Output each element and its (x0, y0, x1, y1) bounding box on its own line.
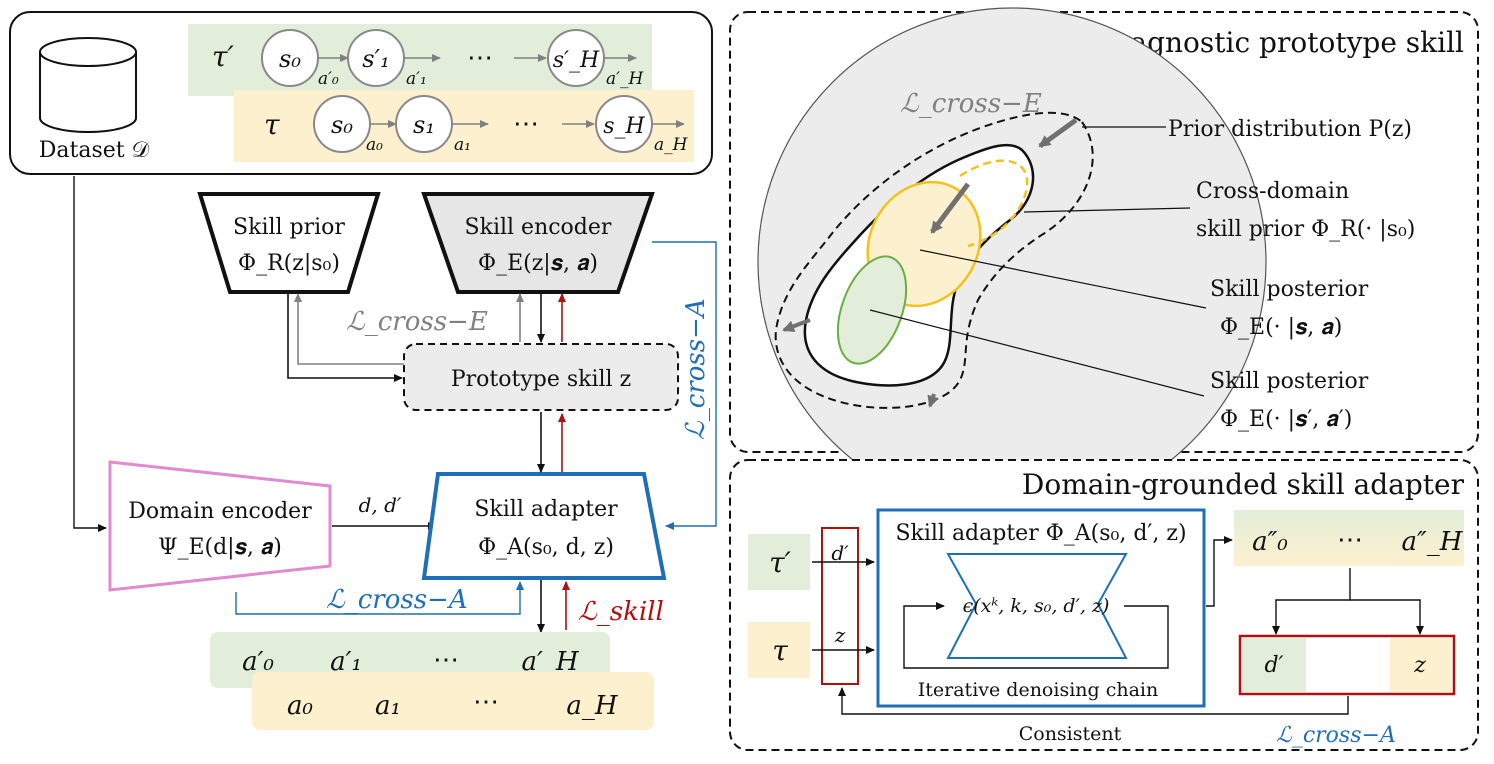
edge-d-dprime: d, d′ (359, 493, 402, 517)
database-icon (39, 37, 137, 133)
skill-adapter-title: Skill adapter (474, 497, 618, 522)
posterior2-label-1: Skill posterior (1210, 369, 1369, 394)
domain-encoder-block (108, 460, 332, 592)
action-dots: ⋯ (473, 687, 499, 717)
skill-prior-title: Skill prior (233, 215, 345, 240)
br-dprime: d′ (831, 541, 849, 565)
box-dprime: d′ (1264, 653, 1283, 678)
dataset-label: Dataset 𝒟 (39, 138, 150, 163)
cross-domain-prior-dashed (959, 159, 1029, 248)
tau-box (748, 622, 810, 678)
state-sH-prime: s′_H (553, 48, 600, 73)
contraction-arrow (927, 393, 939, 408)
prototype-skill-block (403, 343, 679, 411)
denoising-loop (903, 602, 1169, 669)
leader-line (919, 249, 1207, 309)
action-a1-prime: a′₁ (406, 69, 427, 89)
leader-line (869, 309, 1205, 397)
out-a0: a″₀ (1252, 527, 1288, 557)
state-s1: s₁ (413, 111, 435, 139)
box-z: z (1413, 653, 1426, 678)
action-1: a₁ (375, 691, 401, 721)
ellipsis: ⋯ (513, 109, 539, 139)
action-a1: a₁ (454, 135, 471, 155)
leader-line (1023, 207, 1191, 213)
denoiser-network (946, 553, 1128, 659)
consistency-arrow (838, 687, 1349, 715)
cross-domain-label-2: skill prior Φ_R(· |s₀) (1196, 217, 1415, 242)
skill-encoder-block (421, 192, 655, 294)
loss-skill-label: ℒ_skill (578, 597, 664, 627)
loss-cross-e-label: ℒ_cross−E (346, 307, 488, 337)
top-right-loss: ℒ_cross−E (900, 89, 1042, 119)
action-aH-prime: a′_H (606, 69, 644, 89)
arrow-dataset-to-domain-encoder (73, 176, 107, 532)
skill-encoder-title: Skill encoder (465, 215, 612, 240)
loss-cross-a-path (235, 581, 524, 615)
cross-domain-label-1: Cross-domain (1196, 179, 1349, 204)
re-encoded-z-bg (1390, 638, 1452, 692)
arrow-adapter-out (1206, 536, 1233, 607)
contraction-arrow (782, 318, 811, 333)
tau-prime-label: τ′ (212, 40, 234, 73)
domain-encoder-title: Domain encoder (128, 499, 312, 524)
arrow-prior-to-prototype (287, 294, 403, 382)
bottom-right-title: Domain-grounded skill adapter (1022, 468, 1465, 501)
skill-encoder-formula: Φ_E(z|𝒔, 𝒂) (478, 251, 598, 276)
prior-label: Prior distribution P(z) (1168, 117, 1412, 142)
out-aH: a″_H (1402, 527, 1464, 557)
arrow-to-skill-part (1350, 599, 1424, 635)
action-a0-prime: a′₀ (318, 69, 339, 89)
domain-skill-input-box (821, 527, 859, 685)
prototype-skill-label: Prototype skill z (451, 367, 631, 392)
posterior2-label-2: Φ_E(· |𝒔′, 𝒂′) (1220, 407, 1352, 432)
out-dots: ⋯ (1337, 525, 1363, 555)
br-eps: ϵ(xᵏ, k, s₀, d′, z) (963, 595, 1110, 617)
contraction-arrow (1038, 117, 1078, 149)
tau-prime-box (748, 534, 810, 590)
latent-space-circle (757, 7, 1267, 517)
tau-label: τ (264, 108, 280, 141)
br-consistent: Consistent (1019, 723, 1122, 745)
action-a0: a₀ (366, 135, 383, 155)
output-actions-box (1234, 510, 1464, 566)
ellipsis: ⋯ (467, 43, 493, 73)
re-encoded-d-bg (1242, 638, 1306, 692)
posterior1-label-1: Skill posterior (1210, 277, 1369, 302)
action-row-bg (252, 672, 654, 730)
loss-arrow-gray (294, 293, 404, 365)
action-H: a_H (566, 691, 619, 721)
state-s0: s₀ (331, 111, 353, 139)
loss-cross-a-vertical: ℒ_cross−A (681, 298, 711, 440)
state-s0-prime: s₀ (279, 45, 301, 73)
skill-prior-block (197, 192, 381, 294)
arrow-to-domain-part (1272, 568, 1351, 635)
br-chain: Iterative denoising chain (918, 679, 1158, 701)
domain-encoder-formula: Ψ_E(d|𝒔, 𝒂) (158, 535, 282, 560)
state-s1-prime: s′₁ (362, 45, 389, 73)
action-0: a₀ (287, 691, 314, 721)
action-prime-dots: ⋯ (433, 645, 459, 675)
br-tau: τ (772, 634, 788, 667)
br-z: z (834, 623, 846, 647)
skill-adapter-block (421, 472, 667, 580)
br-tau-prime: τ′ (769, 546, 791, 579)
state-sH: s_H (603, 114, 645, 139)
br-adapter-title: Skill adapter Φ_A(s₀, d′, z) (895, 521, 1186, 546)
br-loss: ℒ_cross−A (1276, 723, 1396, 748)
prior-distribution-outer (774, 111, 1094, 409)
posterior1-label-2: Φ_E(· |𝒔, 𝒂) (1220, 315, 1342, 340)
loss-cross-a-path (652, 241, 717, 530)
skill-prior-formula: Φ_R(z|s₀) (238, 251, 340, 276)
action-aH: a_H (654, 135, 689, 155)
skill-adapter-formula: Φ_A(s₀, d, z) (478, 535, 614, 560)
loss-cross-a-bottom: ℒ_cross−A (326, 585, 468, 615)
contraction-arrow (930, 182, 970, 234)
